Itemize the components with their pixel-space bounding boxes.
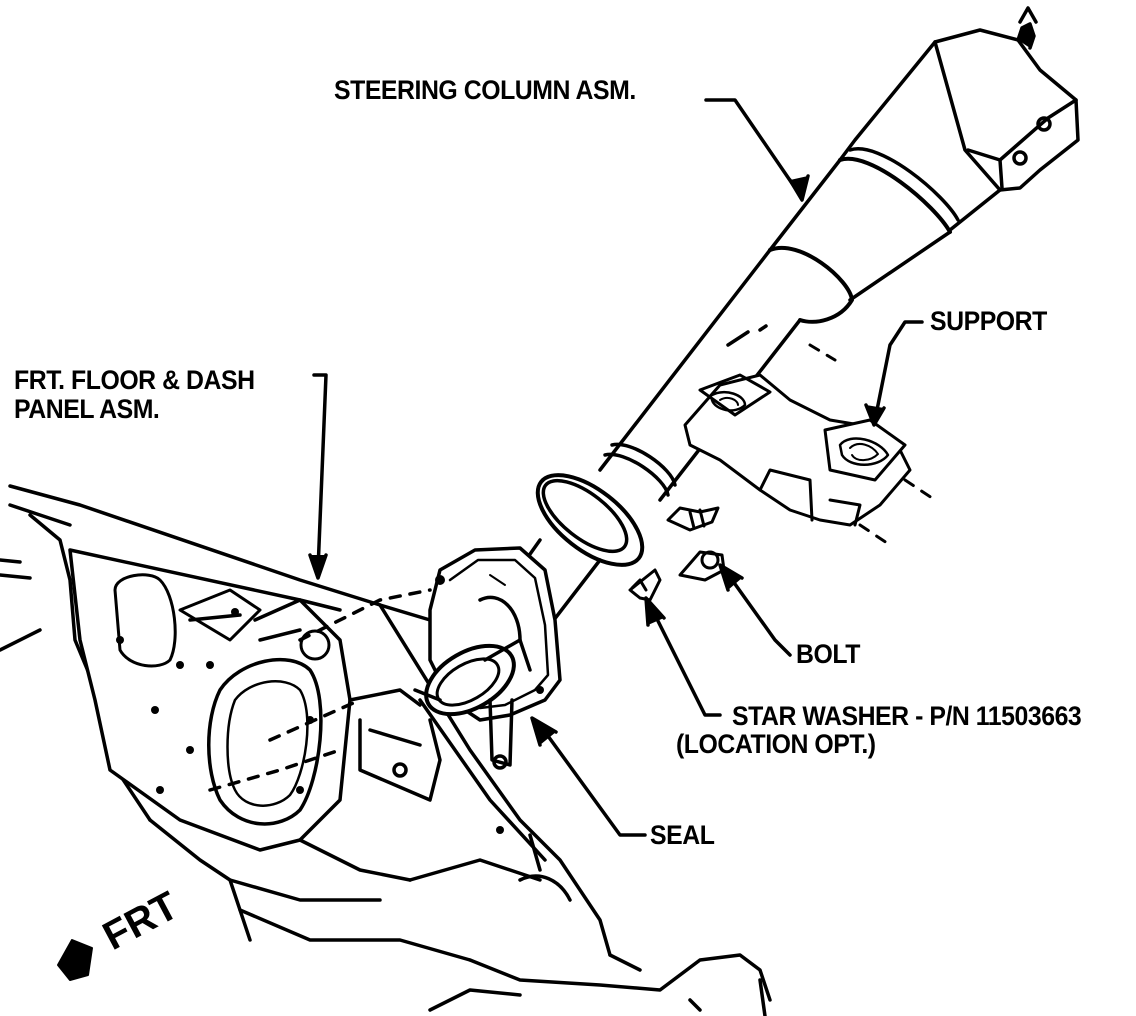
- seal-plate: [413, 546, 562, 770]
- support-bracket: [683, 343, 937, 547]
- floor-dash-label-line1: FRT. FLOOR & DASH: [14, 365, 255, 395]
- leader-lines: [308, 98, 924, 837]
- support-label: SUPPORT: [930, 306, 1047, 336]
- star-washer-label-line2: (LOCATION OPT.): [676, 729, 876, 759]
- seal-label: SEAL: [650, 820, 715, 850]
- star-washer-label-line1: STAR WASHER - P/N 11503663: [732, 701, 1082, 731]
- steering-column: [453, 6, 1080, 692]
- bolt-label: BOLT: [796, 639, 860, 669]
- loose-bolt: [666, 506, 720, 532]
- bolt-and-star-washer: [628, 550, 726, 602]
- floor-dash-label-line2: PANEL ASM.: [14, 394, 160, 424]
- steering-column-label: STEERING COLUMN ASM.: [334, 75, 636, 105]
- floor-dash-panel: [0, 484, 772, 1016]
- front-arrow-icon: [57, 939, 93, 981]
